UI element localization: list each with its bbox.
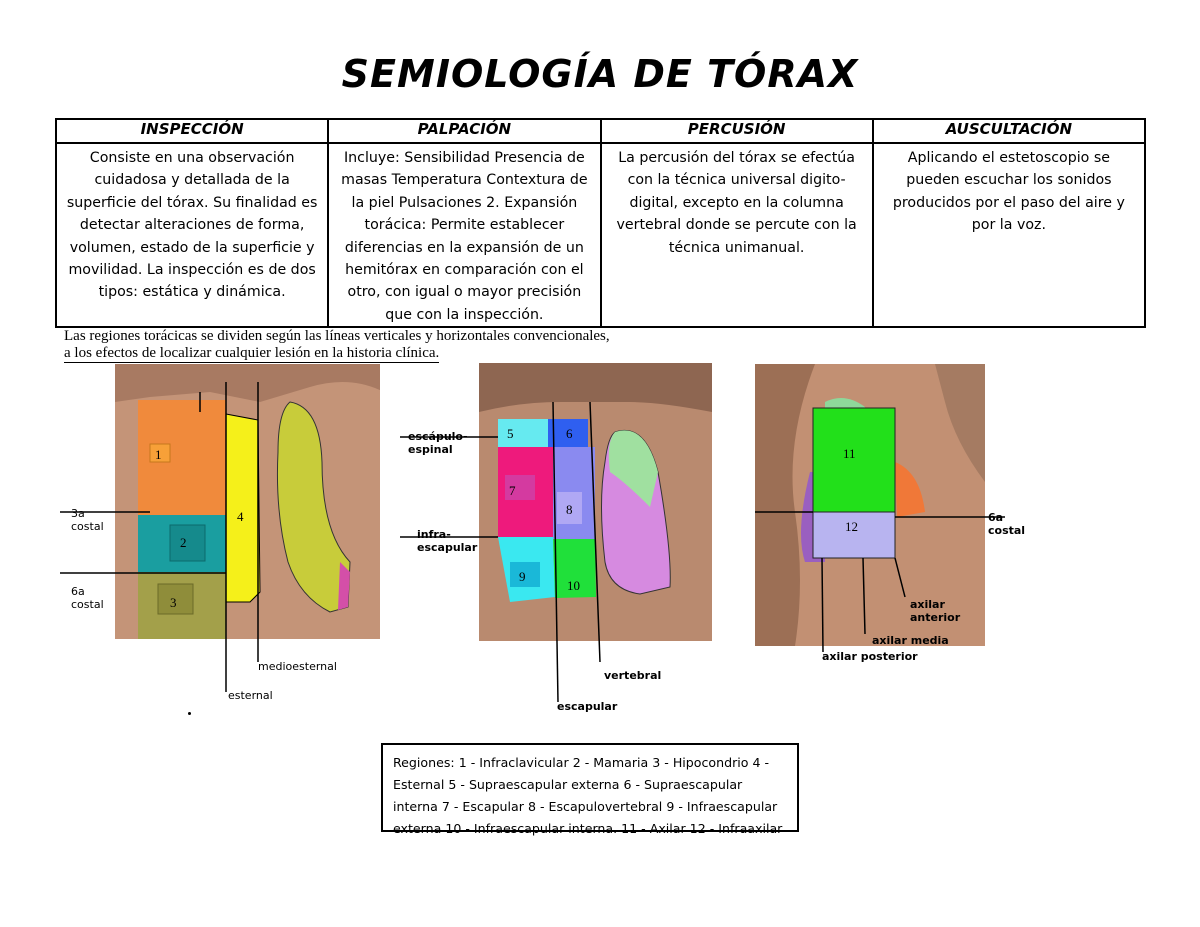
line-axilar-anterior	[894, 557, 906, 598]
back-region-6	[548, 419, 588, 447]
line-axilar-media	[862, 557, 866, 635]
back-lung-upper	[608, 430, 658, 507]
region-3-box	[157, 583, 194, 615]
cell-percusion: La percusión del tórax se efectúa con la…	[599, 141, 874, 329]
legend-item-text: - Escapulovertebral	[539, 799, 663, 814]
legend-item-number: 7	[437, 799, 454, 814]
legend-item-text: - Infraescapular interna.	[465, 821, 618, 836]
header-auscultacion: AUSCULTACIÓN	[871, 118, 1147, 144]
legend-item-number: 9	[662, 799, 679, 814]
back-region-8-label: 8	[566, 502, 573, 517]
label-axilar-anterior: axilar anterior	[910, 598, 961, 624]
header-inspeccion: INSPECCIÓN	[54, 118, 330, 144]
label-vertebral: vertebral	[604, 669, 662, 682]
regions-legend: Regiones: 1 - Infraclavicular 2 - Mamari…	[381, 743, 799, 836]
side-region-12-label: 12	[845, 519, 858, 534]
legend-item-number: 1	[458, 755, 471, 770]
front-torso-figure	[60, 364, 380, 692]
line-escapular	[552, 401, 559, 703]
label-escapuloespinal: escápulo- espinal	[408, 430, 468, 456]
back-region-5	[498, 419, 548, 447]
side-torso-figure	[755, 364, 1005, 653]
legend-items: 1 - Infraclavicular 2 - Mamaria 3 - Hipo…	[393, 755, 782, 836]
label-esternal: esternal	[228, 689, 273, 702]
legend-item-number: 6	[619, 777, 636, 792]
back-region-9-label: 9	[519, 569, 526, 584]
legend-item-number: 12	[685, 821, 710, 836]
side-region-12	[812, 511, 896, 559]
header-palpacion: PALPACIÓN	[327, 118, 602, 144]
region-8-box	[557, 492, 582, 524]
legend-item-number: 11	[617, 821, 642, 836]
front-region-4-label: 4	[237, 509, 244, 524]
legend-prefix: Regiones:	[393, 755, 455, 770]
stray-dot	[188, 712, 191, 715]
intro-line-2: a los efectos de localizar cualquier les…	[64, 345, 440, 363]
label-escapular: escapular	[557, 700, 618, 713]
front-lung	[276, 401, 351, 613]
label-infraescapular: infra- escapular	[417, 528, 478, 554]
back-torso-figure	[400, 363, 712, 703]
front-region-2-label: 2	[180, 535, 187, 550]
legend-item-text: - Axilar	[641, 821, 686, 836]
legend-item-number: 5	[444, 777, 461, 792]
front-region-3-label: 3	[170, 595, 177, 610]
label-axilar-media: axilar media	[872, 634, 949, 647]
legend-item-text: - Esternal	[393, 755, 770, 792]
front-region-1-label: 1	[155, 447, 162, 462]
cell-auscultacion: Aplicando el estetoscopio se pueden escu…	[871, 141, 1147, 329]
cell-palpacion: Incluye: Sensibilidad Presencia de masas…	[327, 141, 602, 329]
front-heart	[338, 562, 350, 610]
label-6a-costal-front: 6a costal	[71, 585, 104, 611]
legend-item-number: 2	[568, 755, 585, 770]
region-7-box	[505, 475, 535, 500]
page-title: SEMIOLOGÍA DE TÓRAX	[341, 52, 859, 96]
side-arm-front	[935, 364, 985, 482]
side-region-11-label: 11	[843, 446, 856, 461]
region-1-box	[149, 443, 171, 463]
legend-item-text: - Hipocondrio	[664, 755, 749, 770]
back-region-5-label: 5	[507, 426, 514, 441]
table-row: Consiste en una observación cuidadosa y …	[54, 141, 1147, 329]
back-region-6-label: 6	[566, 426, 573, 441]
back-region-10	[553, 539, 596, 598]
header-percusion: PERCUSIÓN	[599, 118, 874, 144]
legend-item-number: 3	[648, 755, 665, 770]
table-header-row: INSPECCIÓN PALPACIÓN PERCUSIÓN AUSCULTAC…	[54, 118, 1147, 144]
legend-item-number: 8	[523, 799, 540, 814]
legend-item-text: - Supraescapular externa	[460, 777, 620, 792]
line-axilar-posterior	[821, 557, 824, 653]
front-region-4	[225, 413, 261, 603]
region-2-box	[169, 524, 206, 562]
back-region-10-label: 10	[567, 578, 580, 593]
legend-item-text: - Supraescapular interna	[393, 777, 743, 814]
legend-item-text: - Infraaxilar	[709, 821, 783, 836]
region-9-box	[510, 562, 540, 587]
intro-line-1: Las regiones torácicas se dividen según …	[64, 328, 610, 344]
legend-item-text: - Infraclavicular	[470, 755, 569, 770]
side-heart	[895, 462, 925, 517]
front-neck-shadow	[115, 364, 380, 402]
side-arm-shadow	[755, 364, 815, 646]
label-3a-costal: 3a costal	[71, 507, 104, 533]
back-region-7-label: 7	[509, 483, 516, 498]
legend-item-number: 10	[441, 821, 466, 836]
label-medioesternal: medioesternal	[258, 660, 337, 673]
intro-text: Las regiones torácicas se dividen según …	[64, 328, 724, 363]
label-axilar-posterior: axilar posterior	[822, 650, 918, 663]
legend-item-text: - Mamaria	[584, 755, 649, 770]
label-6a-costal-side: 6a costal	[988, 511, 1026, 537]
legend-item-number: 4	[748, 755, 765, 770]
legend-item-text: - Infraescapular externa	[393, 799, 778, 836]
legend-item-text: - Escapular	[453, 799, 524, 814]
line-vertebral	[589, 401, 601, 663]
back-shoulder-shadow	[479, 363, 712, 412]
side-region-11	[812, 407, 896, 513]
semiology-table: INSPECCIÓN PALPACIÓN PERCUSIÓN AUSCULTAC…	[54, 118, 1147, 329]
cell-inspeccion: Consiste en una observación cuidadosa y …	[54, 141, 330, 329]
